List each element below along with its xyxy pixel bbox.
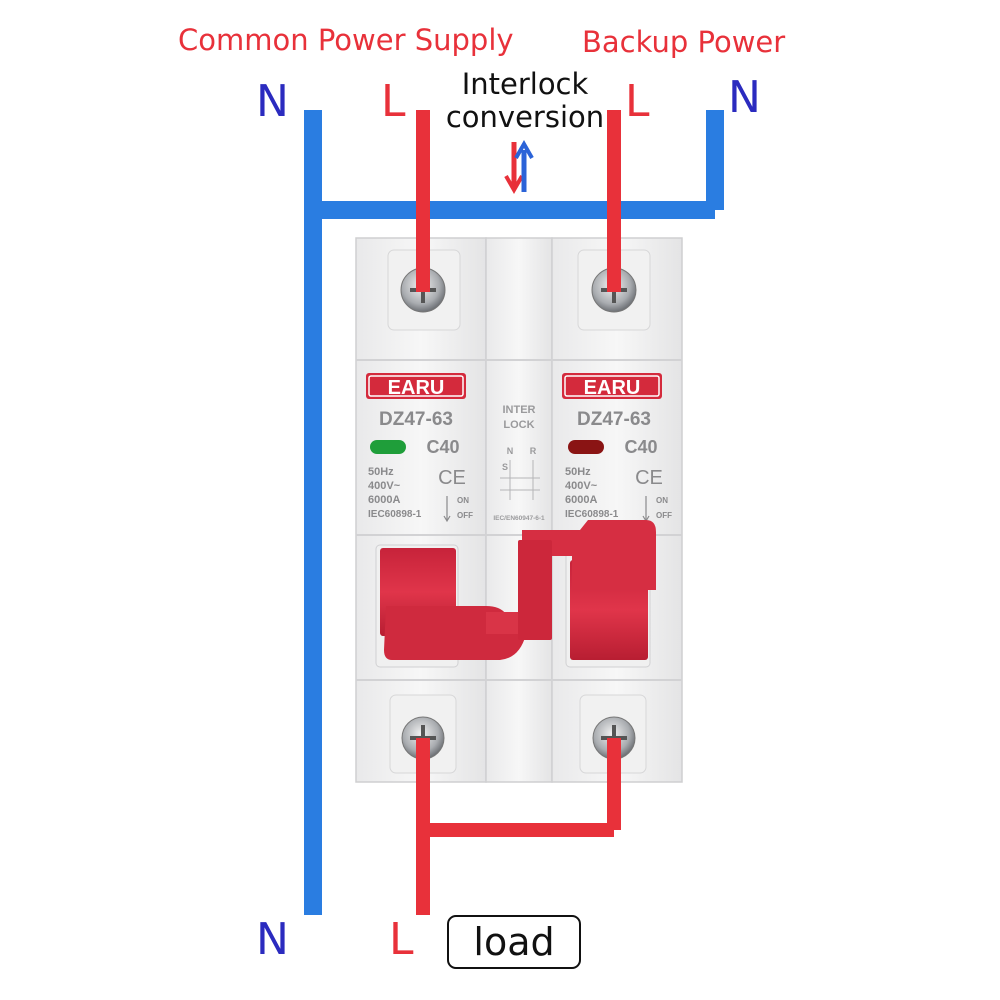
off-label-right: OFF [656,511,672,520]
terminal-l-right-top: L [625,76,650,127]
off-label-left: OFF [457,511,473,520]
breaker-assembly: EARU DZ47-63 C40 50Hz 400V~ 6000A IEC608… [355,237,683,783]
brand-right: EARU [584,377,641,399]
model-left: DZ47-63 [379,409,453,430]
backup-power-label: Backup Power [582,25,786,59]
spec-right-3: 6000A [565,494,597,506]
on-label-left: ON [457,496,469,505]
spec-right-2: 400V~ [565,480,598,492]
interlock-conversion-label: Interlock conversion [440,67,610,135]
brand-badge-right [562,373,662,399]
indicator-right [568,440,604,454]
handle-right[interactable] [518,520,656,660]
conversion-arrows-icon [504,139,534,195]
interlock-line-2: conversion [445,100,605,135]
brand-badge-left [366,373,466,399]
terminal-l-left-top: L [381,76,406,127]
spec-right-1: 50Hz [565,466,591,478]
terminal-l-bottom: L [389,914,414,965]
model-right: DZ47-63 [577,409,651,430]
load-box: load [447,915,581,969]
common-power-supply-label: Common Power Supply [178,23,514,57]
ce-mark-right: CE [635,467,663,489]
ce-mark-left: CE [438,467,466,489]
rating-left: C40 [426,437,459,457]
interlock-module-body [485,237,553,783]
interlock-label-1: INTER [503,404,536,416]
indicator-left [370,440,406,454]
spec-left-2: 400V~ [368,480,401,492]
interlock-label-2: LOCK [503,419,534,431]
rating-right: C40 [624,437,657,457]
spec-left-1: 50Hz [368,466,394,478]
brand-left: EARU [388,377,445,399]
terminal-n-left-top: N [256,76,289,127]
terminal-n-right-top: N [728,72,761,123]
interlock-r-mark: R [530,446,537,456]
live-wire-load [416,738,621,915]
interlock-standard: IEC/EN60947-6-1 [493,515,545,522]
neutral-wire [304,110,724,915]
interlock-s-mark: S [502,462,508,472]
interlock-line-1: Interlock [461,67,589,101]
on-label-right: ON [656,496,668,505]
handle-left[interactable] [380,548,544,660]
spec-left-3: 6000A [368,494,400,506]
load-label: load [473,920,555,964]
interlock-n-mark: N [507,446,514,456]
standard-left: IEC60898-1 [368,509,422,520]
terminal-n-bottom: N [256,914,289,965]
standard-right: IEC60898-1 [565,509,619,520]
